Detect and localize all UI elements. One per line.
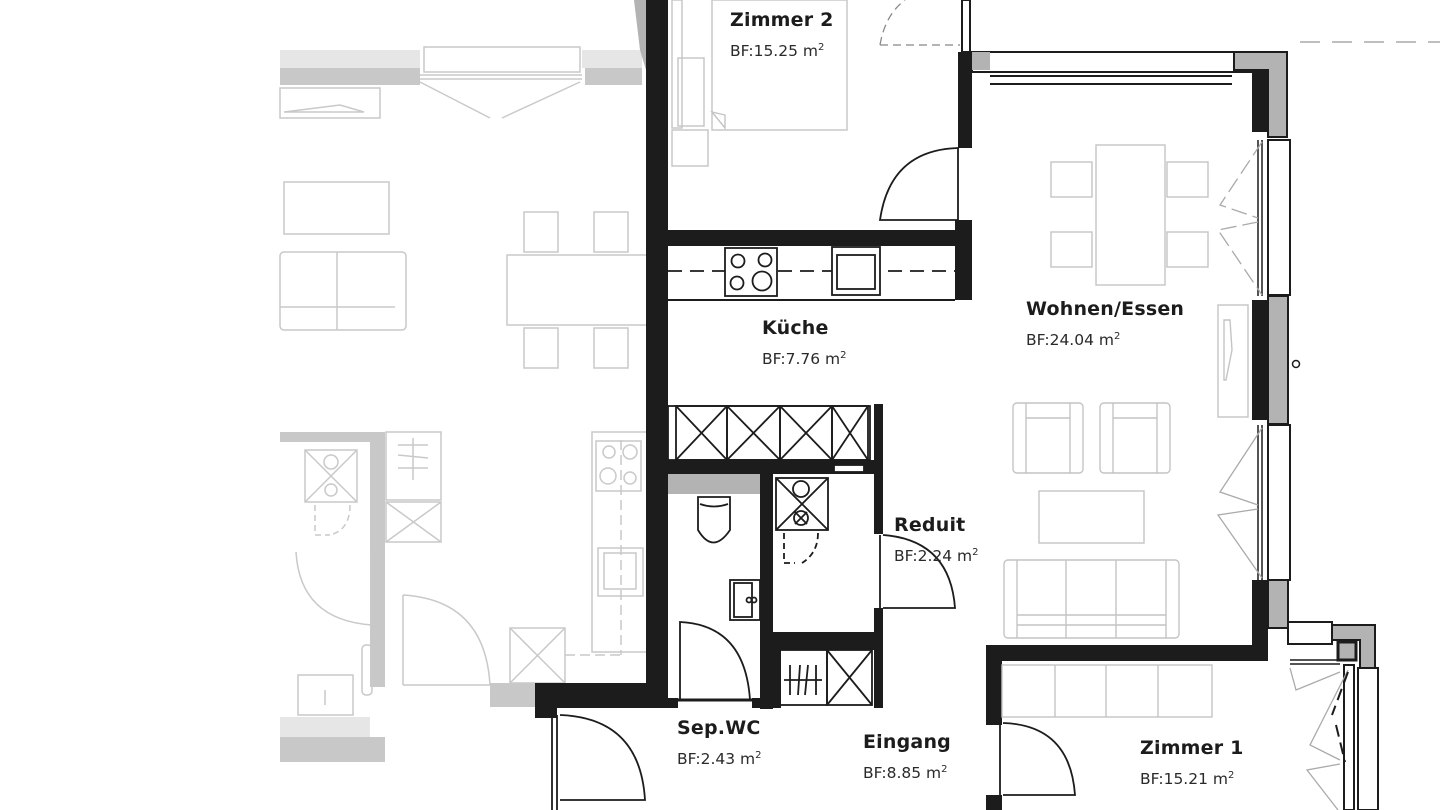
room-area: BF:2.24 m2 bbox=[894, 547, 979, 565]
room-name: Zimmer 2 bbox=[730, 9, 834, 31]
room-area: BF:7.76 m2 bbox=[762, 350, 847, 368]
doors bbox=[551, 0, 1440, 810]
neighbor-unit bbox=[279, 46, 648, 762]
kitchen-fixtures bbox=[667, 246, 955, 706]
walls bbox=[535, 0, 1379, 810]
room-label-zimmer-2: Zimmer 2 BF:15.25 m2 bbox=[730, 9, 834, 61]
room-name: Eingang bbox=[863, 731, 951, 753]
room-area: BF:15.25 m2 bbox=[730, 42, 825, 60]
windows bbox=[1257, 139, 1340, 665]
room-label-eingang: Eingang BF:8.85 m2 bbox=[863, 731, 951, 783]
room-name: Reduit bbox=[894, 514, 966, 536]
room-area: BF:15.21 m2 bbox=[1140, 770, 1235, 788]
room-name: Sep.WC bbox=[677, 717, 761, 739]
room-area: BF:8.85 m2 bbox=[863, 764, 948, 782]
room-label-reduit: Reduit BF:2.24 m2 bbox=[894, 514, 979, 566]
room-name: Küche bbox=[762, 317, 829, 339]
room-label-zimmer-1: Zimmer 1 BF:15.21 m2 bbox=[1140, 737, 1244, 789]
room-name: Zimmer 1 bbox=[1140, 737, 1244, 759]
room-label-kueche: Küche BF:7.76 m2 bbox=[762, 317, 847, 369]
furniture bbox=[671, 0, 1249, 718]
room-area: BF:2.43 m2 bbox=[677, 750, 762, 768]
room-label-sep-wc: Sep.WC BF:2.43 m2 bbox=[677, 717, 762, 769]
room-area: BF:24.04 m2 bbox=[1026, 331, 1121, 349]
room-label-wohnen-essen: Wohnen/Essen BF:24.04 m2 bbox=[1026, 298, 1184, 350]
room-name: Wohnen/Essen bbox=[1026, 298, 1185, 320]
